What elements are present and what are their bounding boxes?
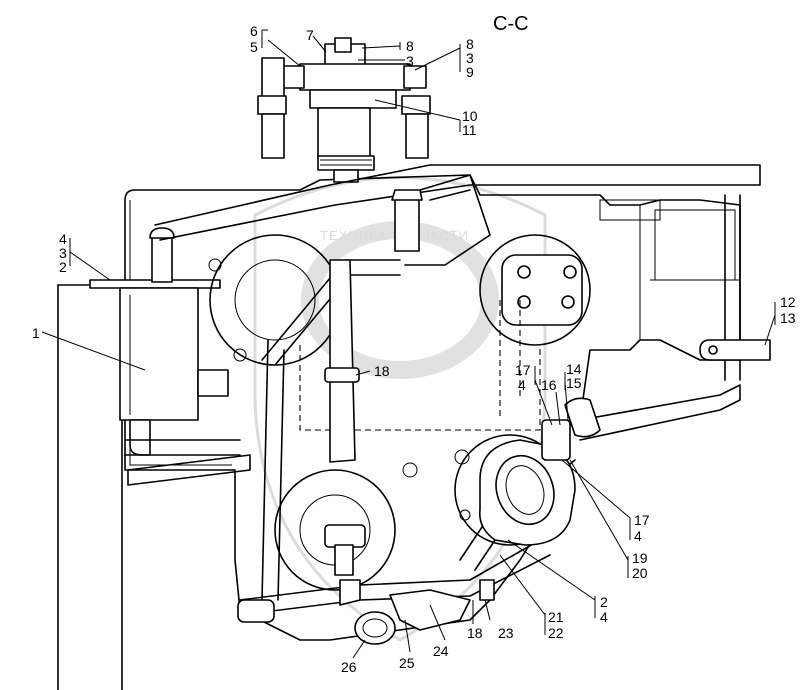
callout-19: 19 (632, 550, 648, 566)
callout-4b: 4 (518, 377, 526, 393)
gears (208, 234, 591, 591)
callout-26: 26 (341, 659, 357, 675)
callouts: C-C 1 4 3 2 6 5 7 8 3 8 3 9 10 11 12 13 … (32, 13, 796, 675)
callout-4c: 4 (634, 528, 642, 544)
callout-9: 9 (466, 64, 474, 80)
left-frame (57, 284, 123, 690)
callout-10: 10 (462, 108, 478, 124)
callout-6: 6 (250, 23, 258, 39)
hidden-lines (299, 300, 541, 431)
callout-2b: 2 (600, 594, 608, 610)
callout-25: 25 (399, 655, 415, 671)
filter-housing-left (89, 227, 229, 456)
callout-13: 13 (780, 310, 796, 326)
callout-21: 21 (548, 609, 564, 625)
callout-14: 14 (566, 361, 582, 377)
callout-1: 1 (32, 325, 40, 341)
callout-23: 23 (498, 625, 514, 641)
callout-3a: 3 (59, 245, 67, 261)
callout-17b: 17 (634, 512, 650, 528)
callout-8b: 8 (466, 36, 474, 52)
center-pipe (324, 189, 423, 463)
callout-15: 15 (566, 375, 582, 391)
callout-5: 5 (250, 39, 258, 55)
callout-16: 16 (541, 377, 557, 393)
top-filter-assembly (257, 37, 431, 183)
callout-12: 12 (780, 294, 796, 310)
callout-11: 11 (462, 122, 477, 138)
callout-22: 22 (548, 625, 564, 641)
callout-4a: 4 (59, 231, 67, 247)
callout-3b: 3 (406, 53, 414, 69)
callout-18a: 18 (374, 363, 390, 379)
oil-filter (459, 397, 601, 546)
callout-20: 20 (632, 565, 648, 581)
callout-17a: 17 (515, 362, 531, 378)
bottom-fittings (324, 524, 471, 645)
watermark-text: ТЕХНИКА ЗАПЧАСТИ (320, 228, 469, 243)
callout-2a: 2 (59, 259, 67, 275)
callout-4d: 4 (600, 609, 608, 625)
leader-lines (41, 29, 776, 659)
callout-8a: 8 (406, 38, 414, 54)
callout-24: 24 (433, 643, 449, 659)
section-title: C-C (493, 13, 529, 35)
callout-3c: 3 (466, 50, 474, 66)
callout-7: 7 (306, 27, 314, 43)
callout-18b: 18 (467, 625, 483, 641)
